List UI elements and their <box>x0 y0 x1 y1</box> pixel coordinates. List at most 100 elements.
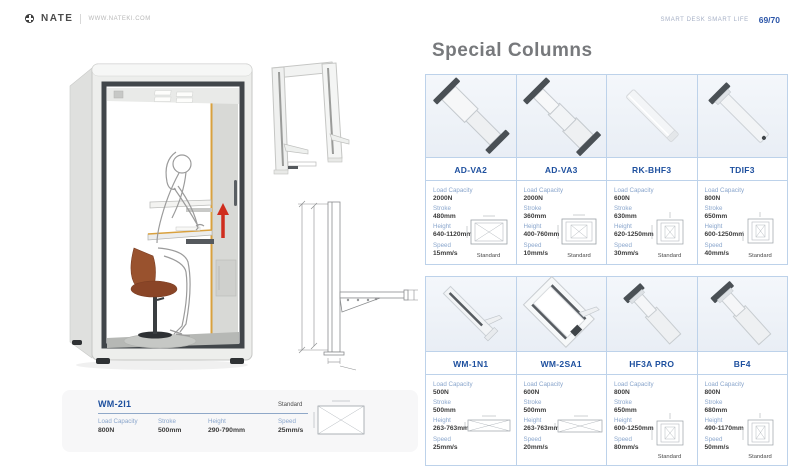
mount-plate-drawing: Standard <box>735 412 785 460</box>
spec-label: Height <box>614 417 632 425</box>
featured-stroke: Stroke 500mm <box>158 418 182 434</box>
product-model: WM-2SA1 <box>515 351 607 375</box>
booth-illustration <box>69 63 253 370</box>
brand-logo-icon <box>25 14 34 23</box>
product-image <box>515 74 607 158</box>
standard-label: Standard <box>476 253 501 259</box>
product-model: AD-VA3 <box>515 157 607 181</box>
spec-label: Stroke <box>614 399 632 407</box>
lifting-column-render <box>523 77 602 156</box>
spec-label: Speed <box>433 241 451 249</box>
product-image <box>606 74 698 158</box>
spec-label: Speed <box>704 435 723 443</box>
product-image <box>515 276 607 352</box>
spec-label: Stroke <box>614 205 632 213</box>
spec-value: 500N <box>433 389 449 396</box>
lifting-column-render <box>625 89 679 142</box>
keyboard <box>175 226 201 231</box>
page-number: 69/70 <box>758 15 780 25</box>
lift-arrow <box>217 203 229 238</box>
spec-label: Load Capacity <box>614 381 654 388</box>
spec-label: Speed <box>433 435 451 443</box>
spec-value: 80mm/s <box>614 443 639 451</box>
tagline: SMART DESK SMART LIFE <box>660 17 749 23</box>
spec-value: 630mm <box>614 213 637 221</box>
spec-label: Stroke <box>704 399 723 407</box>
spec-value: 20mm/s <box>523 443 549 451</box>
ceiling-lights <box>153 90 194 103</box>
featured-speed: Speed 25mm/s <box>278 418 304 434</box>
featured-height: Height 290-790mm <box>208 418 246 434</box>
woman-line-art <box>156 151 199 337</box>
spec-value: 360mm <box>523 213 547 221</box>
spec-label: Stroke <box>523 399 542 407</box>
spec-label: Load Capacity <box>433 187 473 194</box>
spec-label: Load Capacity <box>614 187 654 194</box>
mount-plate-drawing: Standard <box>645 412 695 460</box>
spec-label: Load Capacity <box>704 381 745 388</box>
header-left: NATE WWW.NATEKI.COM <box>25 13 151 24</box>
spec-value: 50mm/s <box>704 443 730 451</box>
standard-label: Standard <box>748 454 772 460</box>
divider-line <box>98 413 308 414</box>
spec-value: 10mm/s <box>523 249 549 257</box>
spec-value: 800N <box>704 389 721 396</box>
featured-standard-label: Standard <box>278 402 303 408</box>
spec-label: Stroke <box>433 399 451 407</box>
spec-value: 600-1250mm <box>704 231 745 239</box>
desk-bracket <box>186 239 214 244</box>
product-model: WM-1N1 <box>425 351 517 375</box>
spec-label: Load Capacity <box>523 381 564 388</box>
product-image <box>606 276 698 352</box>
product-image <box>696 74 788 158</box>
spec-value: 15mm/s <box>433 249 458 257</box>
mount-plate-drawing: Standard <box>554 213 604 259</box>
spec-label: Speed <box>614 241 632 249</box>
spec-label: Load Capacity <box>704 187 745 194</box>
featured-mount-drawing <box>313 400 365 435</box>
spec-value: 40mm/s <box>704 249 730 257</box>
spec-value: 680mm <box>704 407 728 415</box>
spec-value: 30mm/s <box>614 249 639 257</box>
door-handle <box>234 180 237 206</box>
spec-label: Stroke <box>523 205 542 213</box>
standard-label: Standard <box>567 253 591 259</box>
product-model: BF4 <box>696 351 788 375</box>
spec-value: 2000N <box>523 195 543 202</box>
featured-spec-panel: WM-2I1 Standard Load Capacity 800N Strok… <box>62 390 418 452</box>
product-model: AD-VA2 <box>425 157 517 181</box>
spec-value: 400-760mm <box>523 231 560 239</box>
accent-strip <box>210 88 213 342</box>
product-model: TDIF3 <box>696 157 788 181</box>
standard-label: Standard <box>657 253 682 259</box>
spec-value: 600N <box>523 389 540 396</box>
section-title: Special Columns <box>432 40 593 61</box>
spec-label: Height <box>704 417 723 425</box>
spec-label: Load Capacity <box>523 187 564 194</box>
lifting-column-render <box>432 77 510 154</box>
product-image <box>425 74 517 158</box>
mount-plate-drawing: Standard <box>645 211 695 259</box>
spec-value: 263-763mm <box>523 425 560 433</box>
spec-label: Height <box>433 223 451 231</box>
standard-label: Standard <box>748 253 772 259</box>
mount-plate-drawing <box>464 415 514 441</box>
header-right: SMART DESK SMART LIFE 69/70 <box>661 15 780 25</box>
brand-name: NATE <box>41 13 74 24</box>
spec-value: 800N <box>614 389 630 396</box>
